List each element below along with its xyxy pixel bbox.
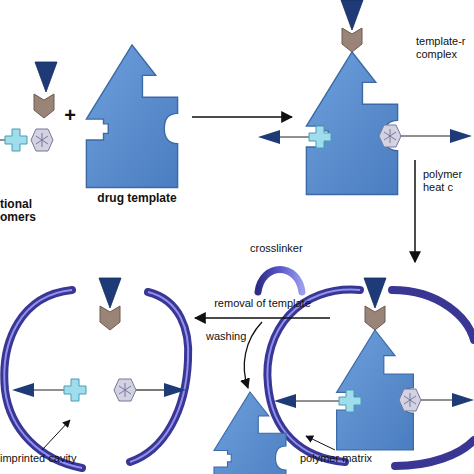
stage-node: template-r complex <box>292 5 474 160</box>
complex-illustration <box>258 0 472 195</box>
triangle-flag <box>450 129 472 143</box>
bolt-monomer <box>34 94 54 118</box>
triangle-flag <box>274 394 296 408</box>
hexagon-monomer <box>114 379 136 401</box>
released-template <box>214 392 286 474</box>
cross-monomer <box>5 129 27 151</box>
monomer-arm <box>400 135 452 136</box>
process-arrow <box>195 317 330 319</box>
triangle-flag <box>164 383 186 397</box>
triangle-flag <box>12 383 34 397</box>
bolt-monomer <box>100 306 120 330</box>
annotation-label: + <box>58 104 82 126</box>
node-label: tional omers <box>0 198 40 224</box>
edge-label: removal of template <box>203 297 323 310</box>
triangle-monomer <box>99 278 121 308</box>
stage-node: drug template <box>82 40 192 210</box>
matrix-band <box>130 292 188 462</box>
node-label: imprinted cavity <box>0 452 100 465</box>
cross-monomer <box>64 379 86 401</box>
monomer-arm <box>276 136 310 137</box>
washing-arrow <box>244 322 262 388</box>
template-shape <box>306 52 397 195</box>
hexagon-monomer <box>399 389 421 411</box>
crosslinker-arch <box>258 270 302 293</box>
triangle-monomer <box>35 62 57 92</box>
node-label: drug template <box>82 192 192 205</box>
stage-node: tional omers <box>0 55 58 230</box>
cross-monomer <box>309 126 331 148</box>
matrix-highlight <box>4 290 82 468</box>
monomer-group <box>0 62 57 151</box>
matrix-highlight <box>130 292 188 462</box>
drug-template-shape <box>86 45 177 188</box>
matrix-band <box>392 290 474 340</box>
imprinted-cavity-illustration <box>4 278 188 468</box>
hexagon-monomer <box>31 129 53 151</box>
matrix-band <box>4 290 82 468</box>
leader-arrow <box>42 420 70 450</box>
edge-label: polymer heat c <box>423 168 474 194</box>
bolt-monomer <box>342 28 362 52</box>
stage-node: polymer matrix <box>330 262 474 474</box>
triangle-flag <box>452 393 474 407</box>
node-label: template-r complex <box>416 35 474 61</box>
triangle-monomer <box>364 278 386 308</box>
hexagon-monomer <box>379 125 401 147</box>
node-label: polymer matrix <box>300 452 400 465</box>
process-arrow <box>414 160 416 262</box>
monomer-arm <box>290 400 341 401</box>
monomer-arm <box>136 389 168 390</box>
annotation-label: washing <box>206 330 256 343</box>
monomer-arm <box>421 399 455 400</box>
leader-arrow <box>306 436 335 450</box>
triangle-monomer <box>341 0 363 30</box>
stage-node: imprinted cavity <box>0 262 195 474</box>
process-arrow <box>192 116 292 118</box>
bolt-monomer <box>365 306 385 330</box>
annotation-label: crosslinker <box>250 242 320 255</box>
template-shape <box>337 330 414 450</box>
triangle-flag <box>258 130 280 144</box>
cross-monomer <box>339 390 361 412</box>
